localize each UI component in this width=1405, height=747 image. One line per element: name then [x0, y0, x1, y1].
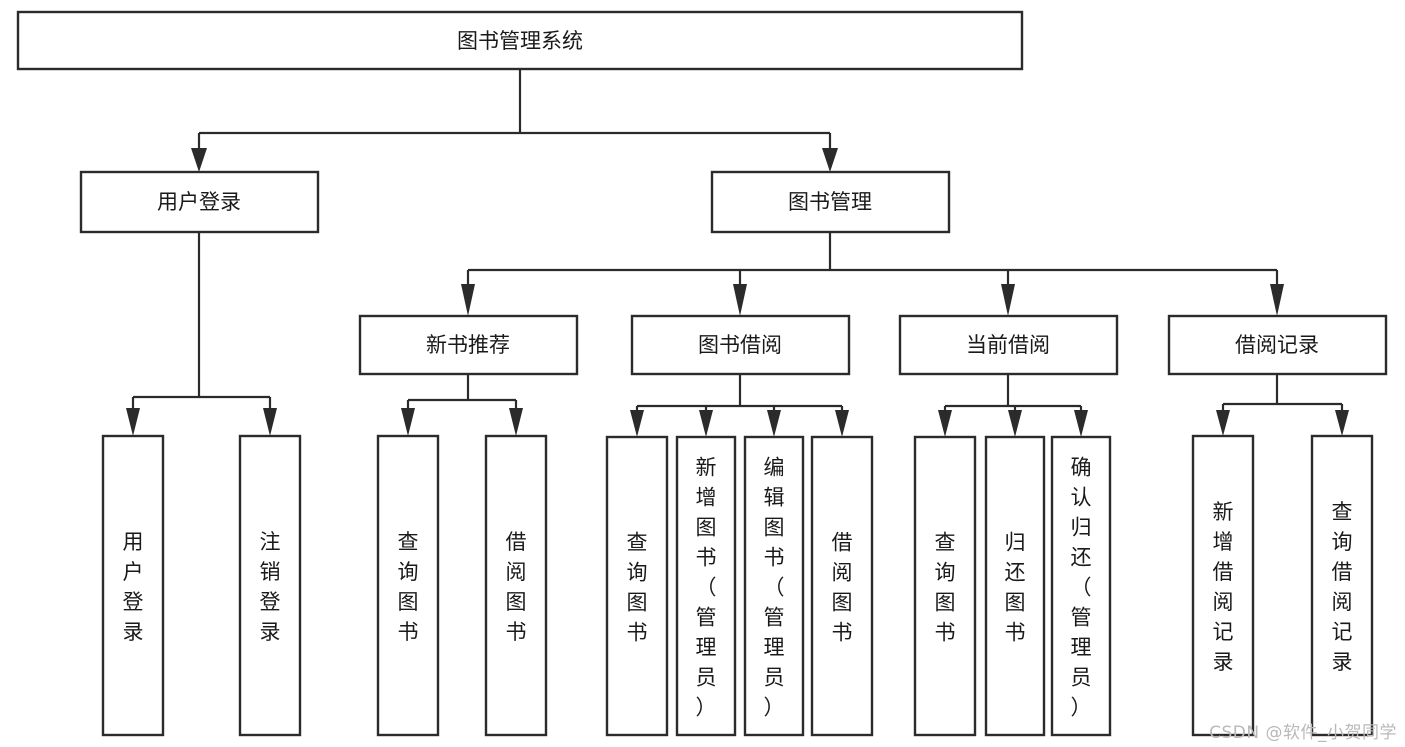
leaf-add-record[interactable]: 新增借阅记录 [1191, 434, 1255, 737]
node-root-label: 图书管理系统 [457, 29, 583, 53]
arrow-leaf-confirm-return-icon [1074, 410, 1088, 437]
leaf-query-book-2-box[interactable] [605, 435, 669, 737]
leaf-query-book-1[interactable]: 查询图书 [376, 434, 440, 737]
leaf-add-record-box[interactable] [1191, 434, 1255, 737]
node-book-borrow-label: 图书借阅 [698, 333, 782, 357]
leaf-query-book-3-box[interactable] [913, 435, 977, 737]
node-user-login-box[interactable] [79, 170, 320, 234]
leaf-query-book-2[interactable]: 查询图书 [605, 435, 669, 737]
node-root-box[interactable] [16, 10, 1024, 71]
node-root[interactable]: 图书管理系统 [16, 10, 1024, 71]
node-current-borrow-box[interactable] [898, 314, 1119, 376]
arrow-leaf-query-book-1-icon [401, 408, 415, 436]
leaf-borrow-book-1-label: 借阅图书 [506, 530, 527, 644]
node-book-manage[interactable]: 图书管理 [710, 170, 951, 234]
arrow-leaf-add-record-icon [1216, 410, 1230, 436]
arrow-to-current-borrow-icon [1001, 284, 1015, 316]
arrow-leaf-query-book-3-icon [938, 410, 952, 437]
arrow-to-borrow-record-icon [1270, 284, 1284, 316]
leaf-logout-login[interactable]: 注销登录 [238, 434, 302, 737]
connector-layer [126, 69, 1349, 437]
arrow-leaf-logout-login-icon [263, 408, 277, 436]
arrow-leaf-borrow-book-2-icon [835, 410, 849, 437]
leaf-return-book-box[interactable] [984, 435, 1046, 737]
leaf-borrow-book-1-box[interactable] [484, 434, 548, 737]
leaf-borrow-book-2-box[interactable] [810, 435, 874, 737]
leaf-user-login-label: 用户登录 [123, 530, 144, 644]
leaf-borrow-book-2-label: 借阅图书 [832, 530, 853, 644]
leaf-borrow-book-2[interactable]: 借阅图书 [810, 435, 874, 737]
leaf-query-book-2-label: 查询图书 [627, 530, 648, 644]
arrow-to-book-borrow-icon [733, 284, 747, 316]
leaf-edit-book[interactable]: 编辑图书（管理员） [743, 435, 805, 737]
node-current-borrow-label: 当前借阅 [966, 333, 1050, 357]
arrow-to-user-login-icon [191, 148, 207, 172]
arrow-leaf-user-login-icon [126, 408, 140, 436]
node-borrow-record[interactable]: 借阅记录 [1167, 314, 1388, 376]
arrow-leaf-add-book-icon [699, 410, 713, 437]
node-borrow-record-label: 借阅记录 [1235, 333, 1319, 357]
leaf-query-book-3[interactable]: 查询图书 [913, 435, 977, 737]
leaf-edit-book-box[interactable] [743, 435, 805, 737]
leaf-user-login[interactable]: 用户登录 [101, 434, 165, 737]
node-user-login-label: 用户登录 [157, 190, 241, 214]
leaf-query-book-1-label: 查询图书 [398, 530, 419, 644]
leaf-confirm-return-label: 确认归还（管理员） [1071, 455, 1092, 719]
leaf-borrow-book-1[interactable]: 借阅图书 [484, 434, 548, 737]
leaf-query-record[interactable]: 查询借阅记录 [1310, 434, 1374, 737]
leaf-query-book-3-label: 查询图书 [935, 530, 956, 644]
node-new-book-recommend[interactable]: 新书推荐 [358, 314, 579, 376]
leaf-confirm-return-box[interactable] [1050, 435, 1112, 737]
leaf-add-record-label: 新增借阅记录 [1213, 500, 1234, 674]
node-book-borrow[interactable]: 图书借阅 [630, 314, 851, 376]
arrow-leaf-return-book-icon [1008, 410, 1022, 437]
node-book-manage-box[interactable] [710, 170, 951, 234]
node-new-book-recommend-box[interactable] [358, 314, 579, 376]
leaf-confirm-return[interactable]: 确认归还（管理员） [1050, 435, 1112, 737]
node-borrow-record-box[interactable] [1167, 314, 1388, 376]
leaf-add-book-label: 新增图书（管理员） [696, 455, 717, 719]
leaf-logout-login-label: 注销登录 [260, 530, 281, 644]
leaf-add-book-box[interactable] [675, 435, 737, 737]
node-book-borrow-box[interactable] [630, 314, 851, 376]
leaf-return-book-label: 归还图书 [1005, 530, 1026, 644]
arrow-to-book-manage-icon [822, 148, 838, 172]
node-user-login[interactable]: 用户登录 [79, 170, 320, 234]
node-book-manage-label: 图书管理 [788, 190, 872, 214]
node-current-borrow[interactable]: 当前借阅 [898, 314, 1119, 376]
arrow-to-new-book-icon [461, 284, 475, 316]
leaf-query-record-box[interactable] [1310, 434, 1374, 737]
leaf-query-book-1-box[interactable] [376, 434, 440, 737]
arrow-leaf-query-book-2-icon [630, 410, 644, 437]
node-new-book-recommend-label: 新书推荐 [426, 333, 510, 357]
leaf-return-book[interactable]: 归还图书 [984, 435, 1046, 737]
arrow-leaf-query-record-icon [1335, 410, 1349, 436]
leaf-logout-login-box[interactable] [238, 434, 302, 737]
leaf-add-book[interactable]: 新增图书（管理员） [675, 435, 737, 737]
leaf-edit-book-label: 编辑图书（管理员） [764, 455, 785, 719]
arrow-leaf-borrow-book-1-icon [509, 408, 523, 436]
arrow-leaf-edit-book-icon [767, 410, 781, 437]
leaf-query-record-label: 查询借阅记录 [1332, 500, 1353, 674]
leaf-user-login-box[interactable] [101, 434, 165, 737]
